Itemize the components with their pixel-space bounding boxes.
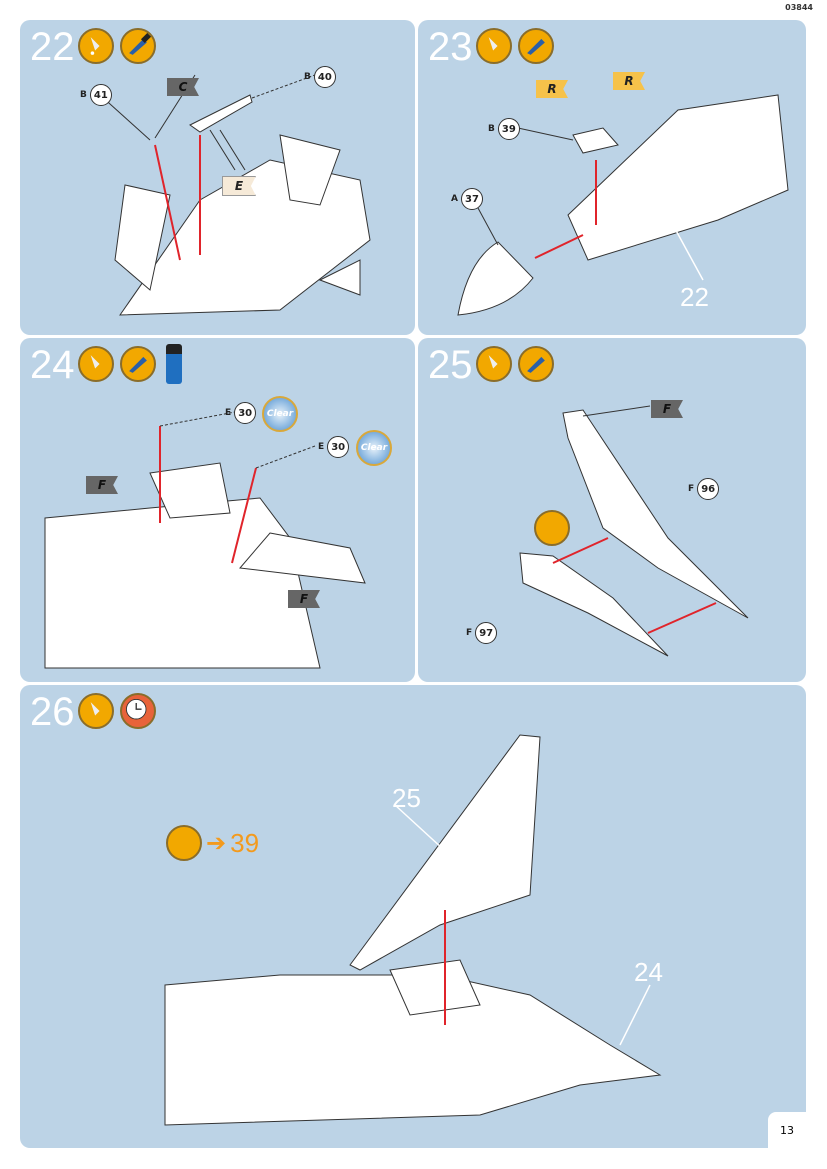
assembly-ref-25: 25 — [392, 783, 421, 813]
glue-icon — [78, 346, 114, 382]
decal-flag-r: R — [613, 72, 645, 90]
decal-flag-f: F — [288, 590, 320, 608]
decal-flag-r: R — [536, 80, 568, 98]
glue-icon — [78, 28, 114, 64]
step-24-aircraft-drawing — [44, 411, 366, 669]
step-number: 26 — [30, 690, 75, 734]
decal-flag-e: E — [222, 176, 256, 196]
paint-brush-icon — [518, 28, 554, 64]
assembly-ref-22: 22 — [680, 282, 709, 312]
kit-code: 03844 — [785, 3, 813, 12]
glue-icon — [476, 346, 512, 382]
glue-icon — [476, 28, 512, 64]
page-number: 13 — [768, 1112, 806, 1148]
arrow-icon: ➔ — [206, 829, 227, 857]
decal-flag-c: C — [167, 78, 199, 96]
decal-flag-f: F — [86, 476, 118, 494]
step-number: 22 — [30, 25, 75, 69]
paint-brush-icon — [120, 346, 156, 382]
clear-paint-icon: Clear — [356, 430, 392, 466]
glue-icon — [78, 693, 114, 729]
step-number: 25 — [428, 343, 473, 387]
step-23-aircraft-drawing — [457, 94, 789, 316]
step-number: 24 — [30, 343, 75, 387]
goto-step-number: 39 — [230, 827, 260, 858]
clear-paint-bottle-icon — [166, 344, 182, 384]
drying-clock-icon — [120, 693, 156, 729]
paint-brush-icon — [518, 346, 554, 382]
view-box-icon — [166, 825, 202, 861]
step-number: 23 — [428, 25, 473, 69]
step-26-panel: 26 25 24 ➔ 39 — [20, 685, 806, 1148]
step-25-fin-drawing — [519, 405, 749, 657]
tape-icon — [534, 510, 570, 546]
paint-brush-icon — [120, 28, 156, 64]
assembly-ref-24: 24 — [634, 957, 663, 987]
goto-step-reference: ➔ 39 — [166, 825, 259, 861]
decal-flag-f: F — [651, 400, 683, 418]
clear-paint-icon: Clear — [262, 396, 298, 432]
step-26-aircraft-drawing — [164, 734, 662, 1126]
step-22-aircraft-drawing — [99, 74, 371, 316]
